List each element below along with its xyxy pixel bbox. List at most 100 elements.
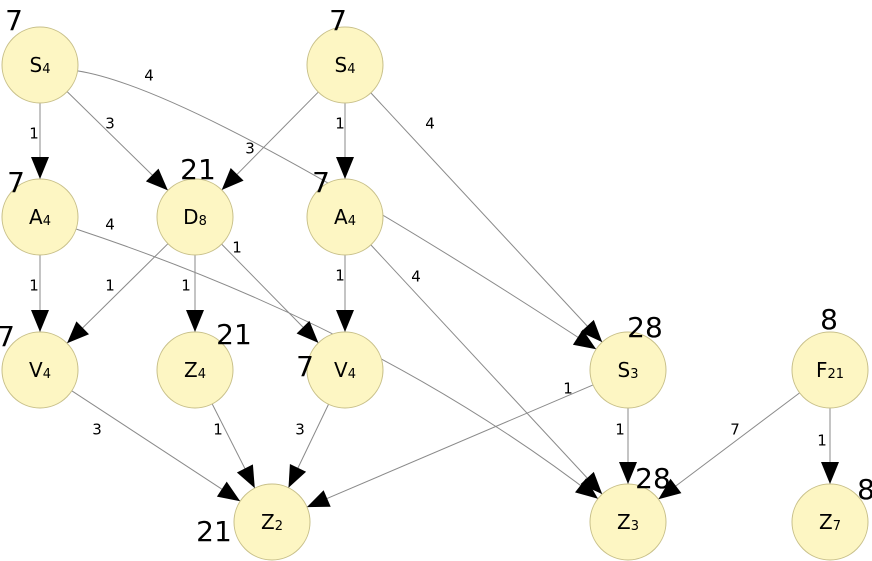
node-circle: [1, 26, 79, 104]
edge-weight-label: 4: [411, 268, 421, 286]
node-weight: 7: [312, 166, 330, 199]
node-label: V4: [334, 358, 356, 382]
edge-s4b-to-s3: 4: [370, 92, 603, 343]
arrow-head: [619, 462, 637, 484]
edge-weight-label: 7: [730, 421, 740, 439]
edge-s4b-to-d8: 3: [221, 91, 319, 191]
node-weight: 7: [5, 4, 23, 37]
node-subscript: 2: [275, 519, 283, 534]
edge-s4a-to-d8: 3: [66, 91, 169, 191]
edge-d8-to-v4b: 1: [221, 239, 319, 344]
edge-weight-label: 3: [245, 140, 255, 158]
node-label: Z2: [261, 510, 283, 534]
node-circle: [306, 331, 384, 409]
node-v4b[interactable]: V47: [296, 331, 384, 409]
node-subscript: 4: [43, 367, 51, 382]
edge-f21-to-z7: 1: [817, 408, 839, 484]
node-v4a[interactable]: V4 7: [0, 320, 79, 409]
node-weight: 7: [0, 320, 15, 353]
node-subscript: 8: [199, 214, 207, 229]
node-weight: 21: [196, 515, 232, 548]
edge-weight-label: 4: [425, 115, 435, 133]
node-letter: F: [816, 358, 828, 382]
edge-weight-label: 3: [295, 421, 305, 439]
edge-a4b-to-z3: 4: [370, 244, 603, 495]
arrow-head: [572, 329, 597, 350]
arrow-head: [306, 490, 331, 508]
edge-weight-label: 1: [615, 421, 625, 439]
arrow-head: [575, 478, 598, 499]
edge-line: [77, 70, 597, 350]
edge-line: [66, 91, 169, 191]
arrow-head: [221, 168, 244, 190]
node-letter: S: [30, 53, 43, 77]
arrow-head: [31, 157, 49, 179]
node-subscript: 4: [348, 214, 356, 229]
edge-line: [370, 92, 603, 343]
arrow-head: [288, 464, 307, 488]
node-label: V4: [29, 358, 51, 382]
node-letter: Z: [184, 358, 198, 382]
node-d8[interactable]: D8 21: [156, 153, 234, 256]
arrow-head: [580, 319, 603, 343]
node-label: S4: [30, 53, 51, 77]
arrow-head: [821, 462, 839, 484]
node-subscript: 4: [43, 214, 51, 229]
edge-d8-to-v4a: 1: [66, 243, 169, 344]
edge-line: [221, 243, 319, 344]
node-weight: 21: [216, 318, 252, 351]
node-letter: V: [29, 358, 43, 382]
arrow-head: [216, 481, 241, 502]
edge-weight-label: 4: [144, 67, 154, 85]
edge-weight-label: 1: [232, 239, 242, 257]
edge-weight-label: 3: [105, 115, 115, 133]
node-circle: [791, 331, 869, 409]
edge-weight-label: 1: [29, 277, 39, 295]
node-subscript: 4: [198, 367, 206, 382]
node-z4[interactable]: Z4 21: [156, 318, 252, 409]
node-a4b[interactable]: A47: [306, 166, 384, 256]
node-label: A4: [334, 205, 356, 229]
node-subscript: 3: [630, 367, 638, 382]
node-a4a[interactable]: A47: [1, 166, 79, 256]
node-circle: [306, 178, 384, 256]
node-s3[interactable]: S3 28: [589, 311, 667, 409]
arrow-head: [186, 310, 204, 332]
edge-line: [71, 390, 241, 502]
node-weight: 28: [627, 311, 663, 344]
node-weight: 8: [820, 303, 838, 336]
node-weight: 28: [635, 462, 671, 495]
edge-a4b-to-v4b: 1: [335, 255, 354, 332]
node-letter: V: [334, 358, 348, 382]
node-letter: Z: [261, 510, 275, 534]
node-subscript: 3: [631, 519, 639, 534]
node-s4a[interactable]: S4 7: [1, 4, 79, 104]
edge-a4a-to-v4a: 1: [29, 255, 49, 332]
node-letter: A: [29, 205, 43, 229]
node-weight: 21: [180, 153, 216, 186]
arrow-head: [580, 471, 603, 495]
node-letter: Z: [617, 510, 631, 534]
node-z2[interactable]: Z2 21: [196, 483, 311, 561]
edge-line: [658, 392, 800, 500]
node-label: Z4: [184, 358, 206, 382]
node-z7[interactable]: Z78: [791, 473, 872, 561]
node-circle: [1, 178, 79, 256]
node-circle: [306, 26, 384, 104]
node-label: S3: [618, 358, 639, 382]
node-s4b[interactable]: S47: [306, 4, 384, 104]
node-subscript: 4: [348, 367, 356, 382]
node-label: D8: [183, 205, 207, 229]
edge-weight-label: 1: [105, 277, 115, 295]
arrow-head: [236, 464, 255, 489]
node-letter: S: [618, 358, 631, 382]
edge-weight-label: 1: [563, 380, 573, 398]
edge-line: [306, 384, 594, 508]
edge-weight-label: 1: [817, 432, 827, 450]
node-z3[interactable]: Z3 28: [589, 462, 671, 561]
edge-f21-to-z3: 7: [658, 392, 800, 500]
edge-line: [370, 244, 603, 495]
